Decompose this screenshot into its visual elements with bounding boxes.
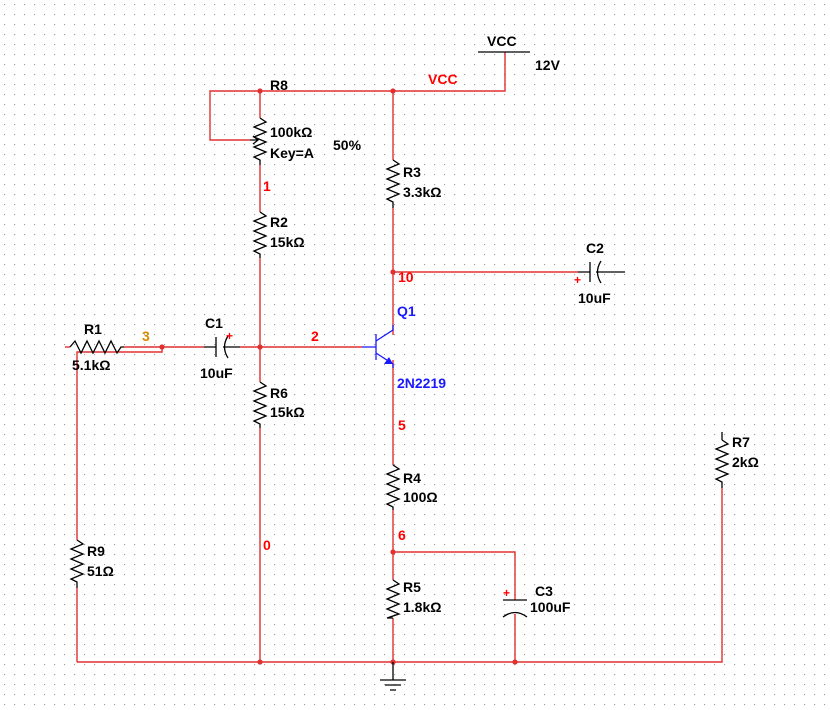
r2-ref: R2 <box>270 214 288 230</box>
junction-base <box>257 344 263 350</box>
r2-value: 15kΩ <box>270 234 305 250</box>
junction-collector <box>390 269 396 275</box>
r3-resistor[interactable]: R3 3.3kΩ <box>385 159 441 208</box>
wire-r8-wiper-loop[interactable] <box>209 90 260 141</box>
r3-ref: R3 <box>403 164 421 180</box>
r2-resistor[interactable]: R2 15kΩ <box>252 211 305 258</box>
r4-value: 100Ω <box>403 489 438 505</box>
r8-value: 100kΩ <box>270 124 312 140</box>
r9-zigzag <box>69 539 85 588</box>
net-label-1: 1 <box>263 178 271 194</box>
r3-zigzag <box>385 159 401 208</box>
r9-value: 51Ω <box>87 563 114 579</box>
c1-polarity: + <box>226 329 233 343</box>
wire-c3-top[interactable] <box>393 551 516 600</box>
junction-input <box>159 344 165 350</box>
r6-value: 15kΩ <box>270 404 305 420</box>
c1-plate-right <box>223 335 240 359</box>
r1-zigzag <box>69 339 124 355</box>
r5-resistor[interactable]: R5 1.8kΩ <box>385 579 441 619</box>
c3-capacitor[interactable]: + C3 100uF <box>502 583 571 618</box>
c2-plate-right <box>596 260 625 284</box>
r4-zigzag <box>385 464 401 510</box>
r8-potentiometer[interactable]: R8 100kΩ Key=A 50% <box>250 77 362 165</box>
r6-ref: R6 <box>270 385 288 401</box>
r8-setting: 50% <box>333 137 362 153</box>
r5-ref: R5 <box>403 579 421 595</box>
ground-lines <box>380 679 406 691</box>
r3-value: 3.3kΩ <box>403 184 441 200</box>
q1-emitter-arrow <box>384 357 393 364</box>
r5-zigzag <box>385 579 401 619</box>
c3-value: 100uF <box>530 599 571 615</box>
net-label-5: 5 <box>398 417 406 433</box>
c3-plate-bottom <box>502 611 528 618</box>
net-label-2: 2 <box>311 328 319 344</box>
r8-ref: R8 <box>270 77 288 93</box>
r7-value: 2kΩ <box>732 454 759 470</box>
wire-ground-bus[interactable] <box>77 488 723 663</box>
c2-capacitor[interactable]: + C2 10uF <box>574 240 625 306</box>
q1-base-bar <box>362 334 377 360</box>
c1-plate-left <box>204 337 217 357</box>
r1-resistor[interactable]: R1 5.1kΩ <box>69 321 124 373</box>
wire-vcc-rail[interactable] <box>260 52 506 92</box>
r7-zigzag <box>714 439 730 488</box>
r7-ref: R7 <box>732 434 750 450</box>
r1-value: 5.1kΩ <box>72 357 110 373</box>
c2-plate-left <box>578 262 591 282</box>
r9-ref: R9 <box>87 543 105 559</box>
q1-model: 2N2219 <box>397 375 446 391</box>
r4-resistor[interactable]: R4 100Ω <box>385 464 438 510</box>
net-label-3: 3 <box>142 328 150 344</box>
r1-ref: R1 <box>84 321 102 337</box>
net-label-10: 10 <box>398 269 414 285</box>
junctions <box>159 88 518 665</box>
r6-zigzag <box>252 381 268 428</box>
c1-capacitor[interactable]: + C1 10uF <box>200 315 240 381</box>
junction-vcc <box>390 88 396 94</box>
net-labels: 1 2 3 0 10 5 6 <box>142 178 414 553</box>
c1-value: 10uF <box>200 365 233 381</box>
junction-emitter-c3 <box>390 549 396 555</box>
r2-zigzag <box>252 211 268 258</box>
r8-zigzag <box>252 117 268 165</box>
junction-r8-top <box>257 88 263 94</box>
vcc-source-name: VCC <box>487 33 517 49</box>
c1-ref: C1 <box>205 315 223 331</box>
r6-resistor[interactable]: R6 15kΩ <box>252 381 305 428</box>
junction-ground-left <box>257 659 263 665</box>
vcc-voltage: 12V <box>535 57 561 73</box>
c3-ref: C3 <box>535 583 553 599</box>
c2-ref: C2 <box>586 240 604 256</box>
ground-symbol[interactable] <box>380 662 406 691</box>
r7-resistor[interactable]: R7 2kΩ <box>714 432 759 488</box>
r5-value: 1.8kΩ <box>403 599 441 615</box>
r8-key: Key=A <box>270 145 314 161</box>
net-label-6: 6 <box>398 527 406 543</box>
q1-ref: Q1 <box>397 303 416 319</box>
r4-ref: R4 <box>403 470 421 486</box>
r8-wiper-arrow <box>250 135 260 145</box>
q1-transistor[interactable]: Q1 2N2219 <box>362 303 446 391</box>
vcc-source[interactable]: VCC 12V <box>478 33 561 73</box>
c2-value: 10uF <box>578 290 611 306</box>
c3-polarity: + <box>503 586 510 600</box>
net-label-vcc: VCC <box>428 71 458 87</box>
r9-resistor[interactable]: R9 51Ω <box>69 539 114 588</box>
net-label-0: 0 <box>263 537 271 553</box>
c2-polarity: + <box>574 273 581 287</box>
q1-collector-leg <box>375 325 394 342</box>
junction-ground-c3 <box>512 659 518 665</box>
